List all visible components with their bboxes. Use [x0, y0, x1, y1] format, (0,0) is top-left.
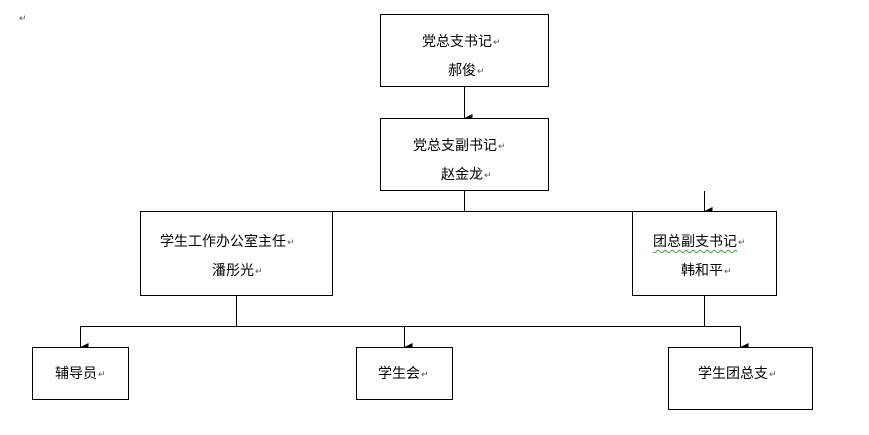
node-title: 学生团总支 [698, 366, 768, 382]
paragraph-mark: ↵ [493, 38, 501, 48]
node-title: 团总副支书记 [653, 234, 737, 250]
node-counselor: 辅导员↵ [32, 347, 129, 400]
node-person-name: 潘彤光 [212, 263, 254, 279]
node-person-name: 郝俊 [448, 63, 476, 79]
node-person-name: 韩和平 [681, 263, 723, 279]
paragraph-mark: ↵ [287, 238, 295, 248]
paragraph-mark: ↵ [484, 171, 492, 181]
node-title: 党总支书记 [422, 34, 492, 50]
paragraph-mark: ↵ [498, 142, 506, 152]
node-title: 学生工作办公室主任 [160, 234, 286, 250]
paragraph-mark: ↵ [98, 370, 106, 380]
paragraph-mark: ↵ [724, 267, 732, 277]
node-student-league-branch: 学生团总支↵ [668, 347, 813, 410]
node-student-union: 学生会↵ [356, 347, 453, 400]
node-title: 党总支副书记 [413, 138, 497, 154]
paragraph-mark: ↵ [738, 238, 746, 248]
node-party-secretary: 党总支书记↵ 郝俊↵ [380, 14, 549, 87]
node-person-name: 赵金龙 [441, 167, 483, 183]
node-title: 辅导员 [55, 366, 97, 382]
paragraph-mark: ↵ [19, 14, 27, 24]
node-title: 学生会 [378, 366, 420, 382]
node-student-affairs-director: 学生工作办公室主任↵ 潘彤光↵ [140, 211, 333, 296]
paragraph-mark: ↵ [255, 267, 263, 277]
paragraph-mark: ↵ [477, 67, 485, 77]
node-youth-league-deputy-secretary: 团总副支书记↵ 韩和平↵ [632, 211, 777, 296]
paragraph-mark: ↵ [769, 370, 777, 380]
node-deputy-secretary: 党总支副书记↵ 赵金龙↵ [380, 118, 549, 191]
paragraph-mark: ↵ [421, 370, 429, 380]
